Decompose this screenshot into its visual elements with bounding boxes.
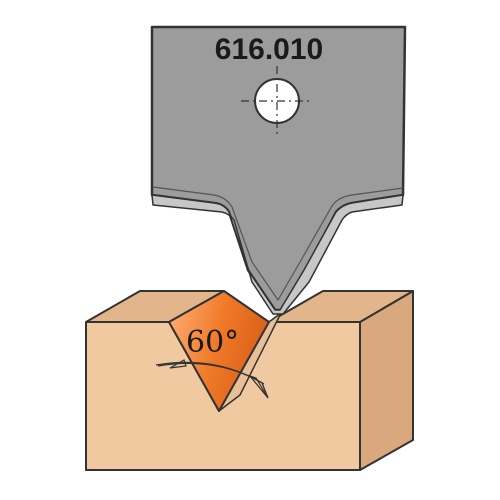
angle-label: 60° xyxy=(186,325,239,360)
blade-bevel xyxy=(151,194,404,315)
angle-arc-icon xyxy=(155,359,269,399)
blade-body xyxy=(150,25,407,312)
wood-block-icon xyxy=(85,290,414,471)
v-groove-cut-face xyxy=(168,290,270,412)
part-number-label: 616.010 xyxy=(215,33,323,66)
mounting-hole-icon xyxy=(241,66,313,136)
knife-blade-icon xyxy=(150,25,407,315)
